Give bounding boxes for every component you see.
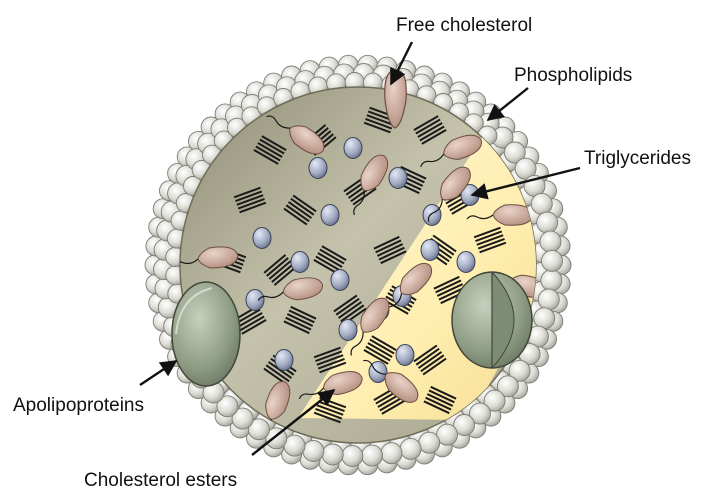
triglyceride-head (253, 228, 271, 249)
phospholipid-head (381, 443, 402, 464)
free-cholesterol-label: Free cholesterol (396, 15, 532, 36)
phospholipid-head (537, 212, 558, 233)
triglyceride-head (246, 290, 264, 311)
triglyceride-head (275, 350, 293, 371)
triglyceride-head (344, 138, 362, 159)
triglyceride-head (309, 158, 327, 179)
triglyceride-head (339, 320, 357, 341)
apolipoproteins-label: Apolipoproteins (13, 395, 144, 416)
triglycerides-label: Triglycerides (584, 148, 691, 169)
triglyceride-head (321, 205, 339, 226)
triglyceride-head (291, 252, 309, 273)
triglyceride-head (457, 252, 475, 273)
phospholipid-head (542, 250, 563, 271)
phospholipid-head (534, 308, 555, 329)
apolipoprotein-left (172, 282, 240, 386)
phospholipid-head (342, 446, 363, 467)
phospholipid-head (540, 231, 561, 252)
phospholipid-head (531, 193, 552, 214)
phospholipid-head (322, 444, 343, 465)
phospholipid-head (541, 270, 562, 291)
apolipoprotein-right (452, 272, 532, 368)
apolipoproteins-arrow (140, 361, 176, 385)
triglyceride-head (331, 270, 349, 291)
phospholipid-head (400, 438, 421, 459)
phospholipid-head (303, 441, 324, 462)
phospholipid-head (419, 432, 440, 453)
triglyceride-head (421, 240, 439, 261)
triglyceride-head (389, 168, 407, 189)
phospholipids-label: Phospholipids (514, 65, 632, 86)
phospholipid-head (362, 445, 383, 466)
triglyceride-head (423, 205, 441, 226)
cholesterol-esters-label: Cholesterol esters (84, 470, 237, 491)
triglyceride-head (396, 345, 414, 366)
phospholipid-head (538, 289, 559, 310)
